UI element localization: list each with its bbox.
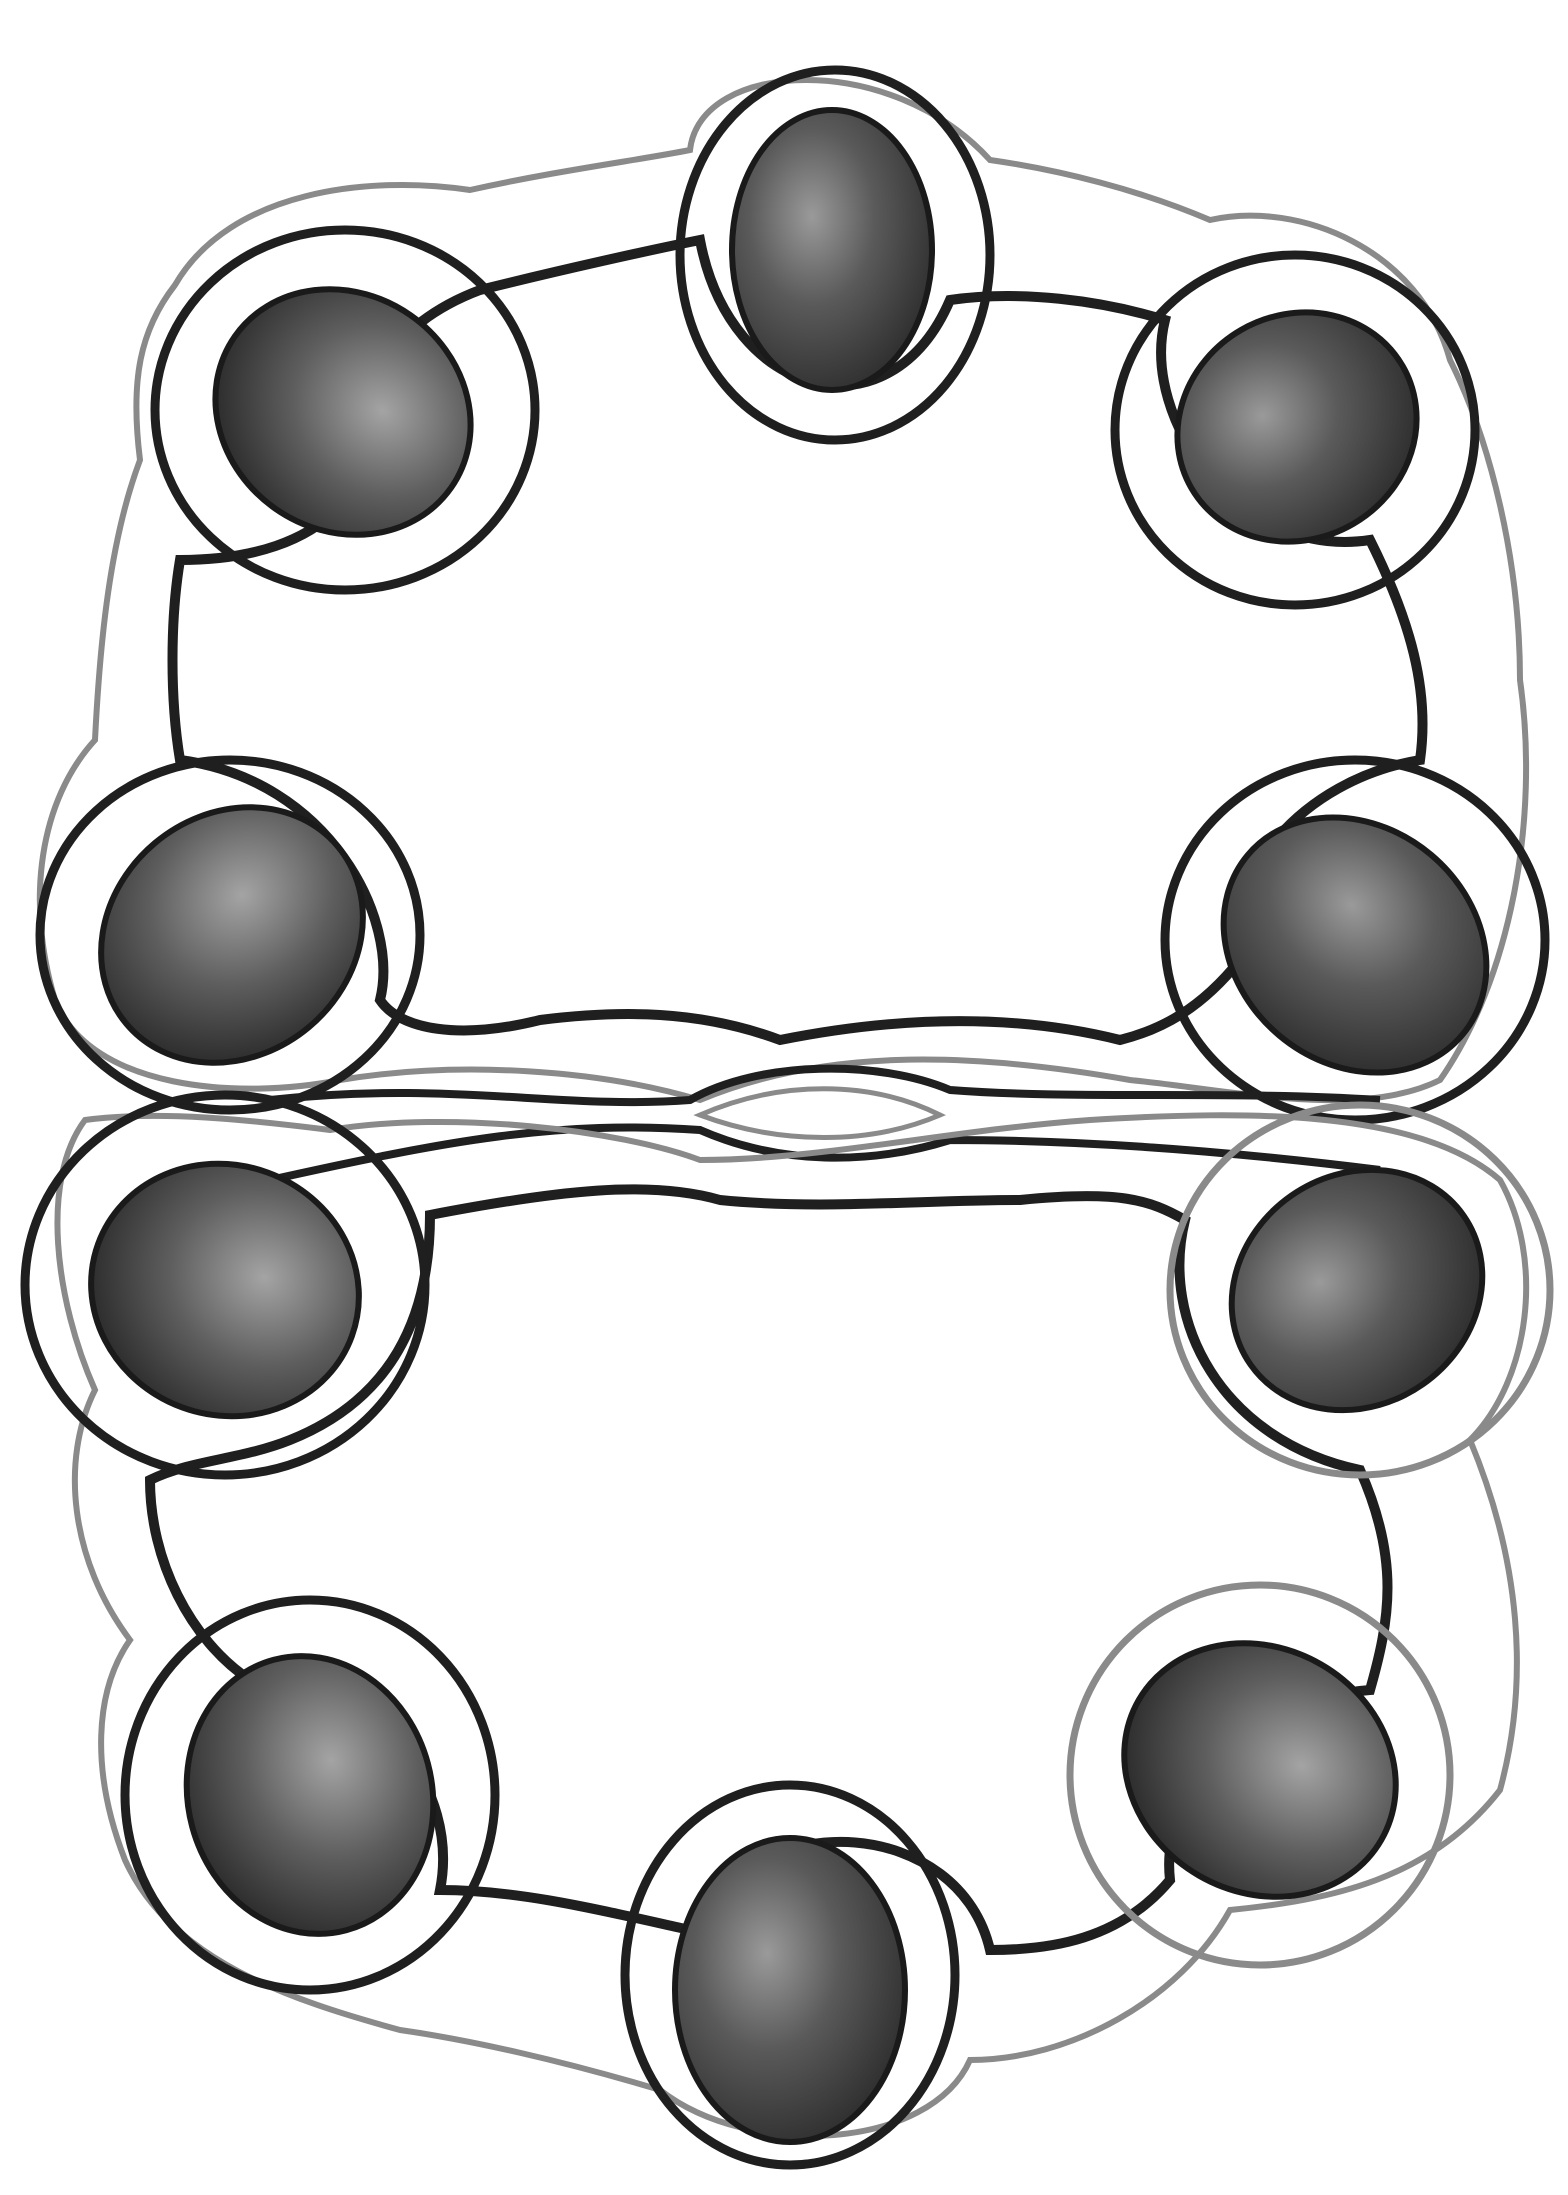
upper-cell <box>40 70 1545 1125</box>
lower-cell <box>25 1095 1550 2165</box>
lower-granule-bottom-center <box>675 1838 905 2142</box>
upper-granule-right <box>1135 269 1458 585</box>
lower-granule-bottom-right <box>1078 1594 1442 1945</box>
lower-granule-bottom-left <box>156 1628 464 1962</box>
upper-granule-top <box>732 110 932 390</box>
septum-lens <box>700 1089 940 1138</box>
